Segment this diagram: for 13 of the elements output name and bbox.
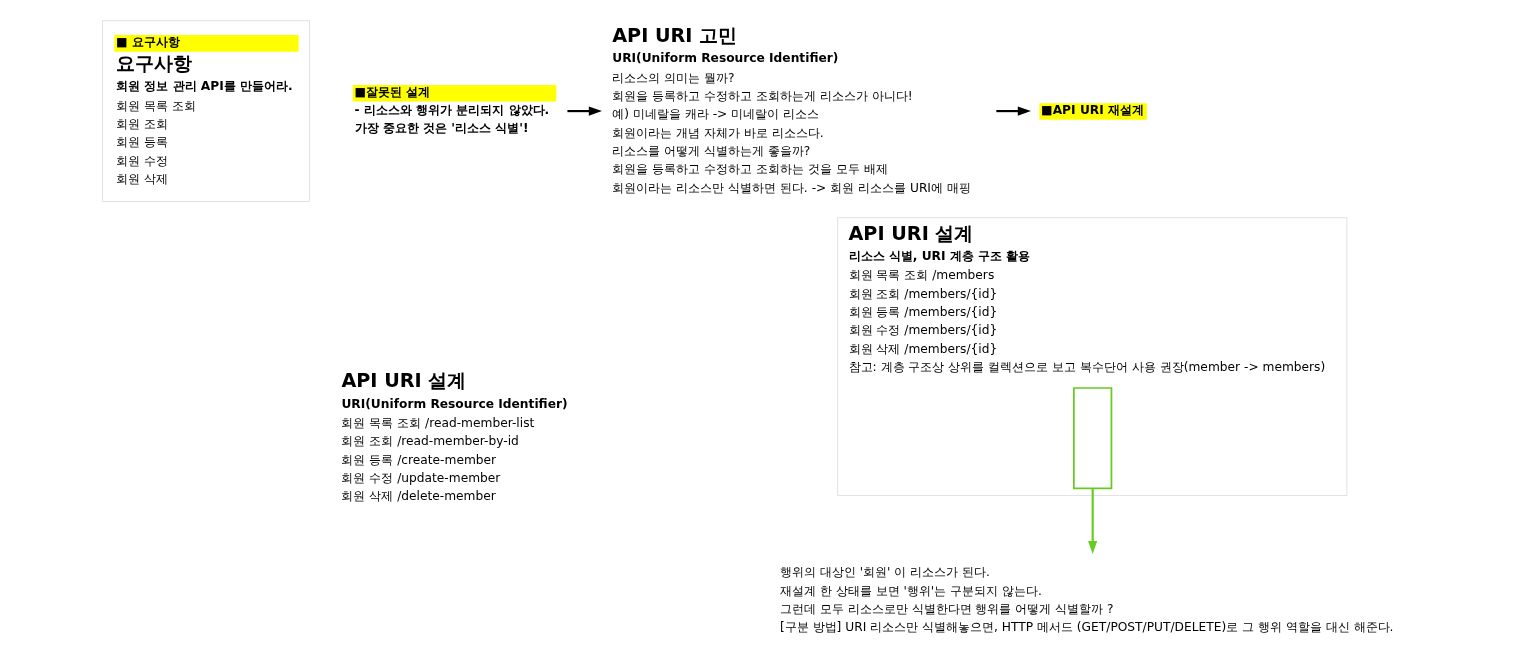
node-box: ■잘못된 설계 (352, 84, 557, 102)
node-box (1073, 387, 1113, 490)
node-box: ■API URI 재설계 (1039, 103, 1147, 120)
node-label: 가장 중요한 것은 '리소스 식별'! (354, 121, 529, 136)
node-text: 행위의 대상인 '회원' 이 리소스가 된다. 재설계 한 상태를 보면 '행위'는 구분되지 않는다. 그런데 모두 리소스로만 식별한다면 행위를 어떻게 식별할까 ? [구분 방법] URI 리소스만 식별해놓으면, HTTP 메서드 (GET/POST/PUT/DELETE)로 그 행위 역할을 대신 해준다. (779, 565, 1394, 635)
node-text: API URI 고민 URI(Uniform Resource Identifier) 리소스의 의미는 뭘까? 회원을 등록하고 수정하고 조회하는게 리소스가 아니다! 예) 미네랄을 캐라 -> 미네랄이 리소스 회원이라는 개념 자체가 바로 리소스다. 리소스를 어떻게 식별하는게 좋을까? 회원을 등록하고 수정하고 조회하는 것을 모두 배제 회원이라는 리소스만 식별하면 된다. -> 회원 리소스를 URI에 매핑 (612, 23, 971, 195)
node-text: API URI 설계 URI(Uniform Resource Identifier) 회원 목록 조회 /read-member-list 회원 조회 /read-member-by-id 회원 등록 /create-member 회원 수정 /update-member 회원 삭제 /delete-member (341, 369, 568, 504)
arrow (1088, 488, 1098, 555)
arrow (567, 106, 602, 116)
arrow (996, 106, 1031, 116)
node-label: - 리소스와 행위가 분리되지 않았다. (354, 102, 550, 117)
node-box: ■ 요구사항 요구사항 회원 정보 관리 API를 만들어라. 회원 목록 조회 회원 조회 회원 등록 회원 수정 회원 삭제 (102, 20, 310, 202)
cluster: API URI 설계 리소스 식별, URI 계층 구조 활용 회원 목록 조회 /members 회원 조회 /members/{id} 회원 등록 /members/{id} 회원 수정 /members/{id} 회원 삭제 /members/{id} 참고: 계층 구조상 상위를 컬렉션으로 보고 복수단어 사용 권장(member -> members) (837, 217, 1348, 496)
